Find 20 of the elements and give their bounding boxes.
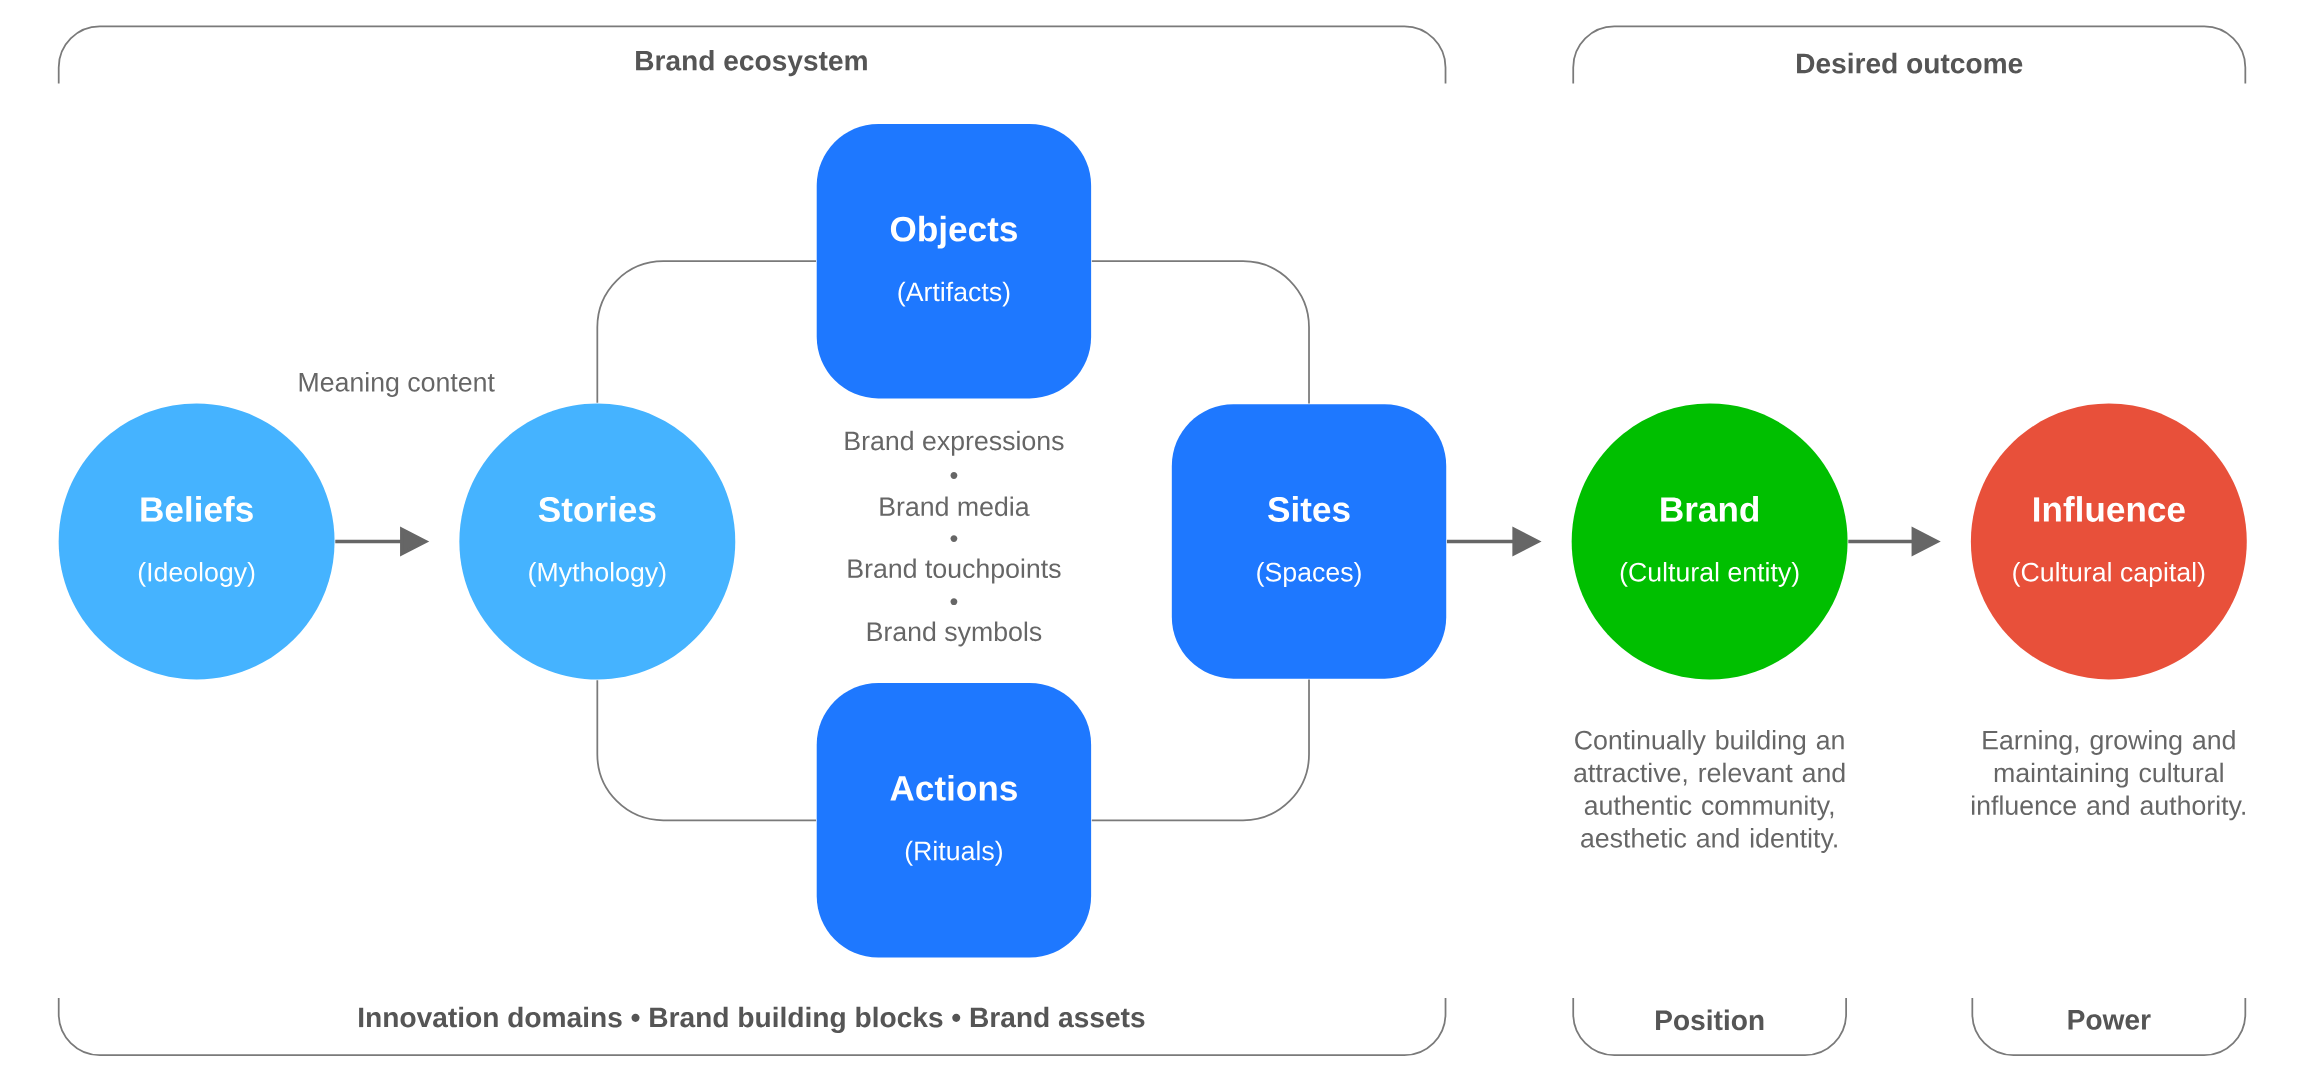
text-label: Brand symbols xyxy=(867,621,1042,647)
bracket-heading: Innovation domains • Brand building blocks • Brand assets xyxy=(359,1006,1145,1033)
text-label: Brand touchpoints xyxy=(848,558,1061,584)
node-caption: Earning, growing and maintaining cultural influence and authority. xyxy=(1972,729,2245,821)
text-label: Brand media xyxy=(880,496,1030,517)
connector-line xyxy=(596,679,817,822)
bracket-heading: Power xyxy=(2068,1010,2151,1030)
bracket-heading: Brand ecosystem xyxy=(636,49,867,77)
node-caption: Continually building an attractive, relevant and authentic community, aesthetic and identity. xyxy=(1574,729,1845,853)
circle-node: Stories (Mythology) xyxy=(459,403,736,680)
text-label: Brand expressions xyxy=(845,430,1064,456)
connector-line xyxy=(1090,678,1310,822)
circle-node: Influence (Cultural capital) xyxy=(1970,403,2247,680)
connector-line xyxy=(596,260,817,404)
text-label: Meaning content xyxy=(299,372,495,397)
bracket-heading: Position xyxy=(1656,1009,1764,1031)
circle-node: Beliefs (Ideology) xyxy=(58,403,335,680)
bracket-heading: Desired outcome xyxy=(1797,52,2023,74)
connector-line xyxy=(1090,260,1310,405)
circle-node: Brand (Cultural entity) xyxy=(1571,403,1848,680)
